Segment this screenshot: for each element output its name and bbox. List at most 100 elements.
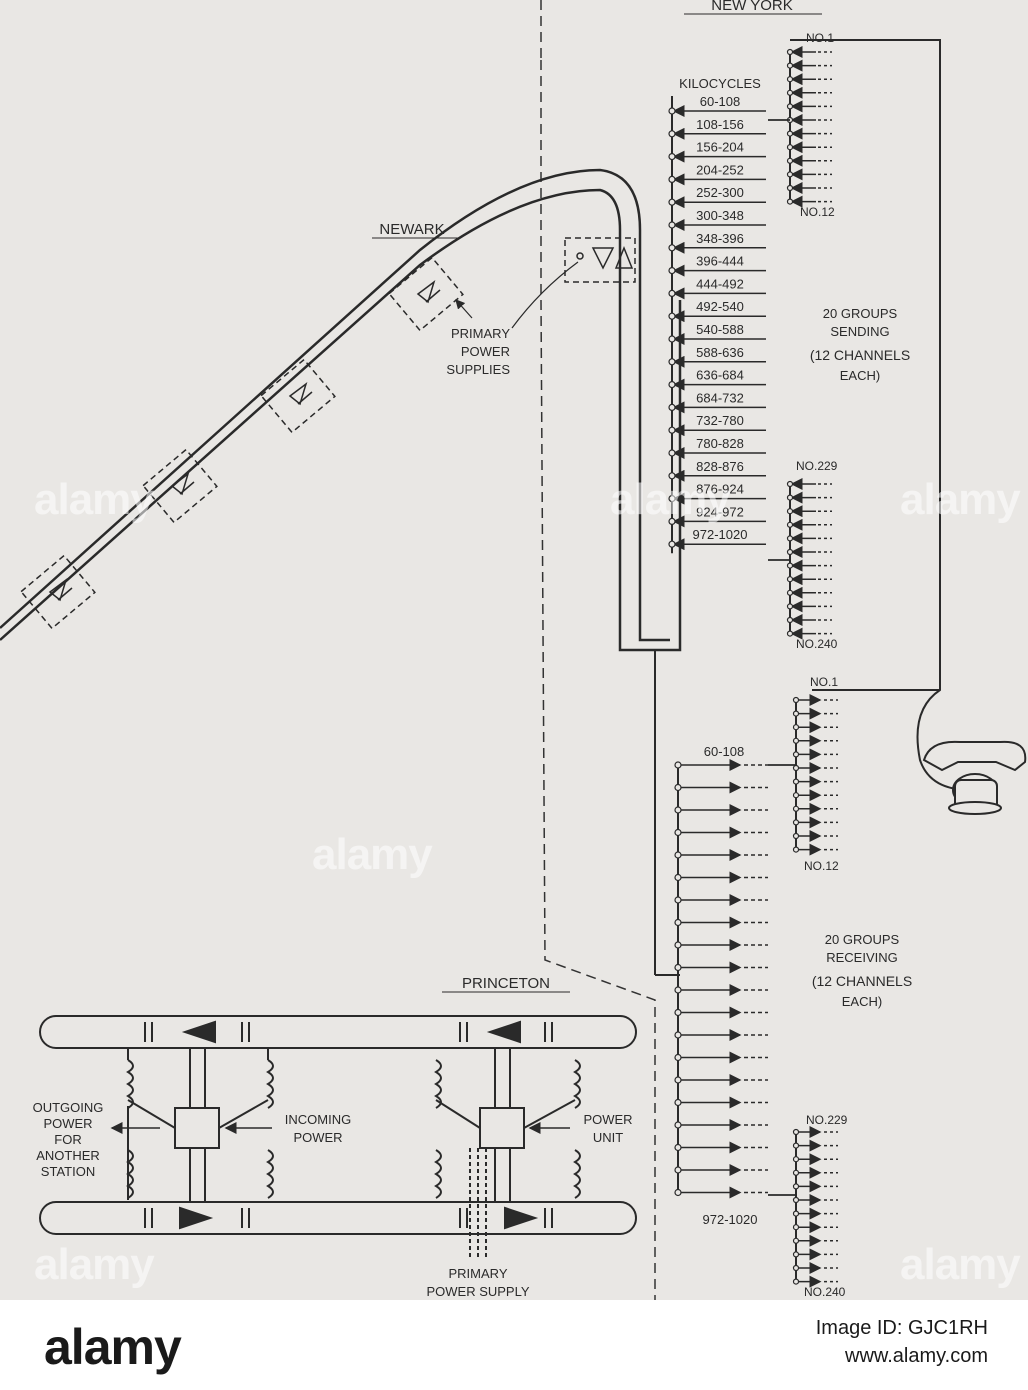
band-node (674, 896, 682, 904)
channel-node (792, 819, 800, 826)
power-supply-leader-newark (455, 299, 473, 319)
channel-node (792, 737, 800, 744)
svg-text:POWER: POWER (583, 1112, 632, 1127)
svg-text:PRIMARY: PRIMARY (451, 326, 510, 341)
band-node (668, 175, 676, 183)
band-node (668, 472, 676, 480)
channel-node (792, 696, 800, 704)
band-node (674, 1166, 682, 1174)
band-node (674, 1121, 682, 1129)
channel-node (786, 630, 794, 637)
send-top-first: NO.1 (806, 31, 834, 45)
svg-text:EACH): EACH) (842, 994, 882, 1009)
sending-groups-label: 20 GROUPS SENDING (12 CHANNELS EACH) (810, 306, 910, 383)
sending-band-label: 156-204 (696, 140, 744, 155)
channel-node (786, 144, 794, 151)
channel-node (786, 508, 794, 515)
band-node (674, 873, 682, 882)
channel-node (792, 1251, 800, 1258)
watermark: alamy (34, 475, 155, 524)
sending-band-label: 780-828 (696, 436, 744, 451)
sending-band-label: 732-780 (696, 413, 744, 428)
channel-node (792, 832, 800, 840)
receiving-channels-bottom (768, 1126, 838, 1288)
send-top-last: NO.12 (800, 205, 835, 219)
watermark: alamy (900, 1240, 1021, 1289)
svg-text:RECEIVING: RECEIVING (826, 950, 898, 965)
watermark: alamy (610, 475, 731, 524)
send-bottom-first: NO.229 (796, 459, 838, 473)
svg-text:INCOMING: INCOMING (285, 1112, 351, 1127)
sending-band-label: 444-492 (696, 276, 744, 291)
channel-node (786, 562, 794, 569)
band-node (674, 986, 682, 994)
channel-node (792, 1210, 800, 1217)
channel-node (786, 103, 794, 110)
sending-band-stack: 60-108108-156156-204204-252252-300300-34… (668, 94, 766, 554)
channel-node (792, 1156, 800, 1163)
svg-text:FOR: FOR (54, 1132, 81, 1147)
channel-node (792, 764, 800, 772)
channel-node (786, 171, 794, 178)
channel-node (786, 576, 794, 583)
footer-info: Image ID: GJC1RH www.alamy.com (816, 1314, 988, 1370)
svg-text:STATION: STATION (41, 1164, 95, 1179)
band-node (668, 403, 676, 411)
send-bottom-last: NO.240 (796, 637, 838, 651)
recv-top-first: NO.1 (810, 675, 838, 689)
band-node (668, 358, 676, 366)
band-node (668, 267, 676, 275)
outgoing-power-label: OUTGOING POWER FOR ANOTHER STATION (33, 1100, 104, 1179)
sending-band-label: 492-540 (696, 299, 744, 314)
channel-node (786, 89, 794, 96)
svg-text:POWER SUPPLY: POWER SUPPLY (426, 1284, 529, 1299)
sending-channels-bottom (768, 478, 832, 640)
primary-power-supplies-label: PRIMARY POWER SUPPLIES (446, 326, 510, 377)
band-node (674, 1098, 682, 1107)
band-node (668, 312, 676, 320)
recv-first-band: 60-108 (704, 744, 744, 759)
channel-node (786, 157, 794, 164)
svg-text:EACH): EACH) (840, 368, 880, 383)
svg-text:PRIMARY: PRIMARY (449, 1266, 508, 1281)
band-node (674, 963, 682, 972)
band-node (668, 517, 676, 526)
sending-band-label: 108-156 (696, 117, 744, 132)
band-node (674, 851, 682, 859)
sending-band-label: 204-252 (696, 162, 744, 177)
channel-node (786, 184, 794, 192)
band-node (668, 495, 676, 503)
watermark: alamy (900, 475, 1021, 524)
channel-node (786, 548, 794, 556)
band-node (668, 540, 676, 548)
band-node (668, 449, 676, 457)
svg-text:20 GROUPS: 20 GROUPS (823, 306, 898, 321)
recv-top-last: NO.12 (804, 859, 839, 873)
channel-node (792, 724, 800, 731)
band-node (668, 244, 676, 252)
new-york-label: NEW YORK (711, 0, 792, 14)
image-id: Image ID: GJC1RH (815, 1317, 988, 1339)
primary-power-supply-label: PRIMARY POWER SUPPLY (426, 1266, 529, 1299)
princeton-station (39, 1015, 637, 1258)
sending-band-label: 924-972 (696, 504, 744, 519)
band-node (668, 221, 676, 229)
telephone-icon (922, 740, 1027, 815)
channel-node (792, 778, 800, 785)
svg-text:(12 CHANNELS: (12 CHANNELS (812, 973, 912, 989)
receiving-band-stack (674, 759, 768, 1199)
alamy-logo: alamy (44, 1319, 182, 1375)
incoming-power-label: INCOMING POWER (285, 1112, 351, 1145)
sending-band-label: 396-444 (696, 254, 744, 269)
repeater-amplifiers (48, 245, 634, 602)
sending-band-label: 588-636 (696, 345, 744, 360)
channel-node (786, 535, 794, 542)
channel-node (792, 1264, 800, 1272)
receiving-channels-top (768, 694, 838, 856)
channel-node (786, 76, 794, 83)
band-node (668, 198, 676, 206)
sending-band-label: 300-348 (696, 208, 744, 223)
sending-band-label: 684-732 (696, 390, 744, 405)
footer-bar: alamy Image ID: GJC1RH www.alamy.com (0, 1300, 1028, 1390)
footer-url[interactable]: www.alamy.com (845, 1345, 988, 1367)
